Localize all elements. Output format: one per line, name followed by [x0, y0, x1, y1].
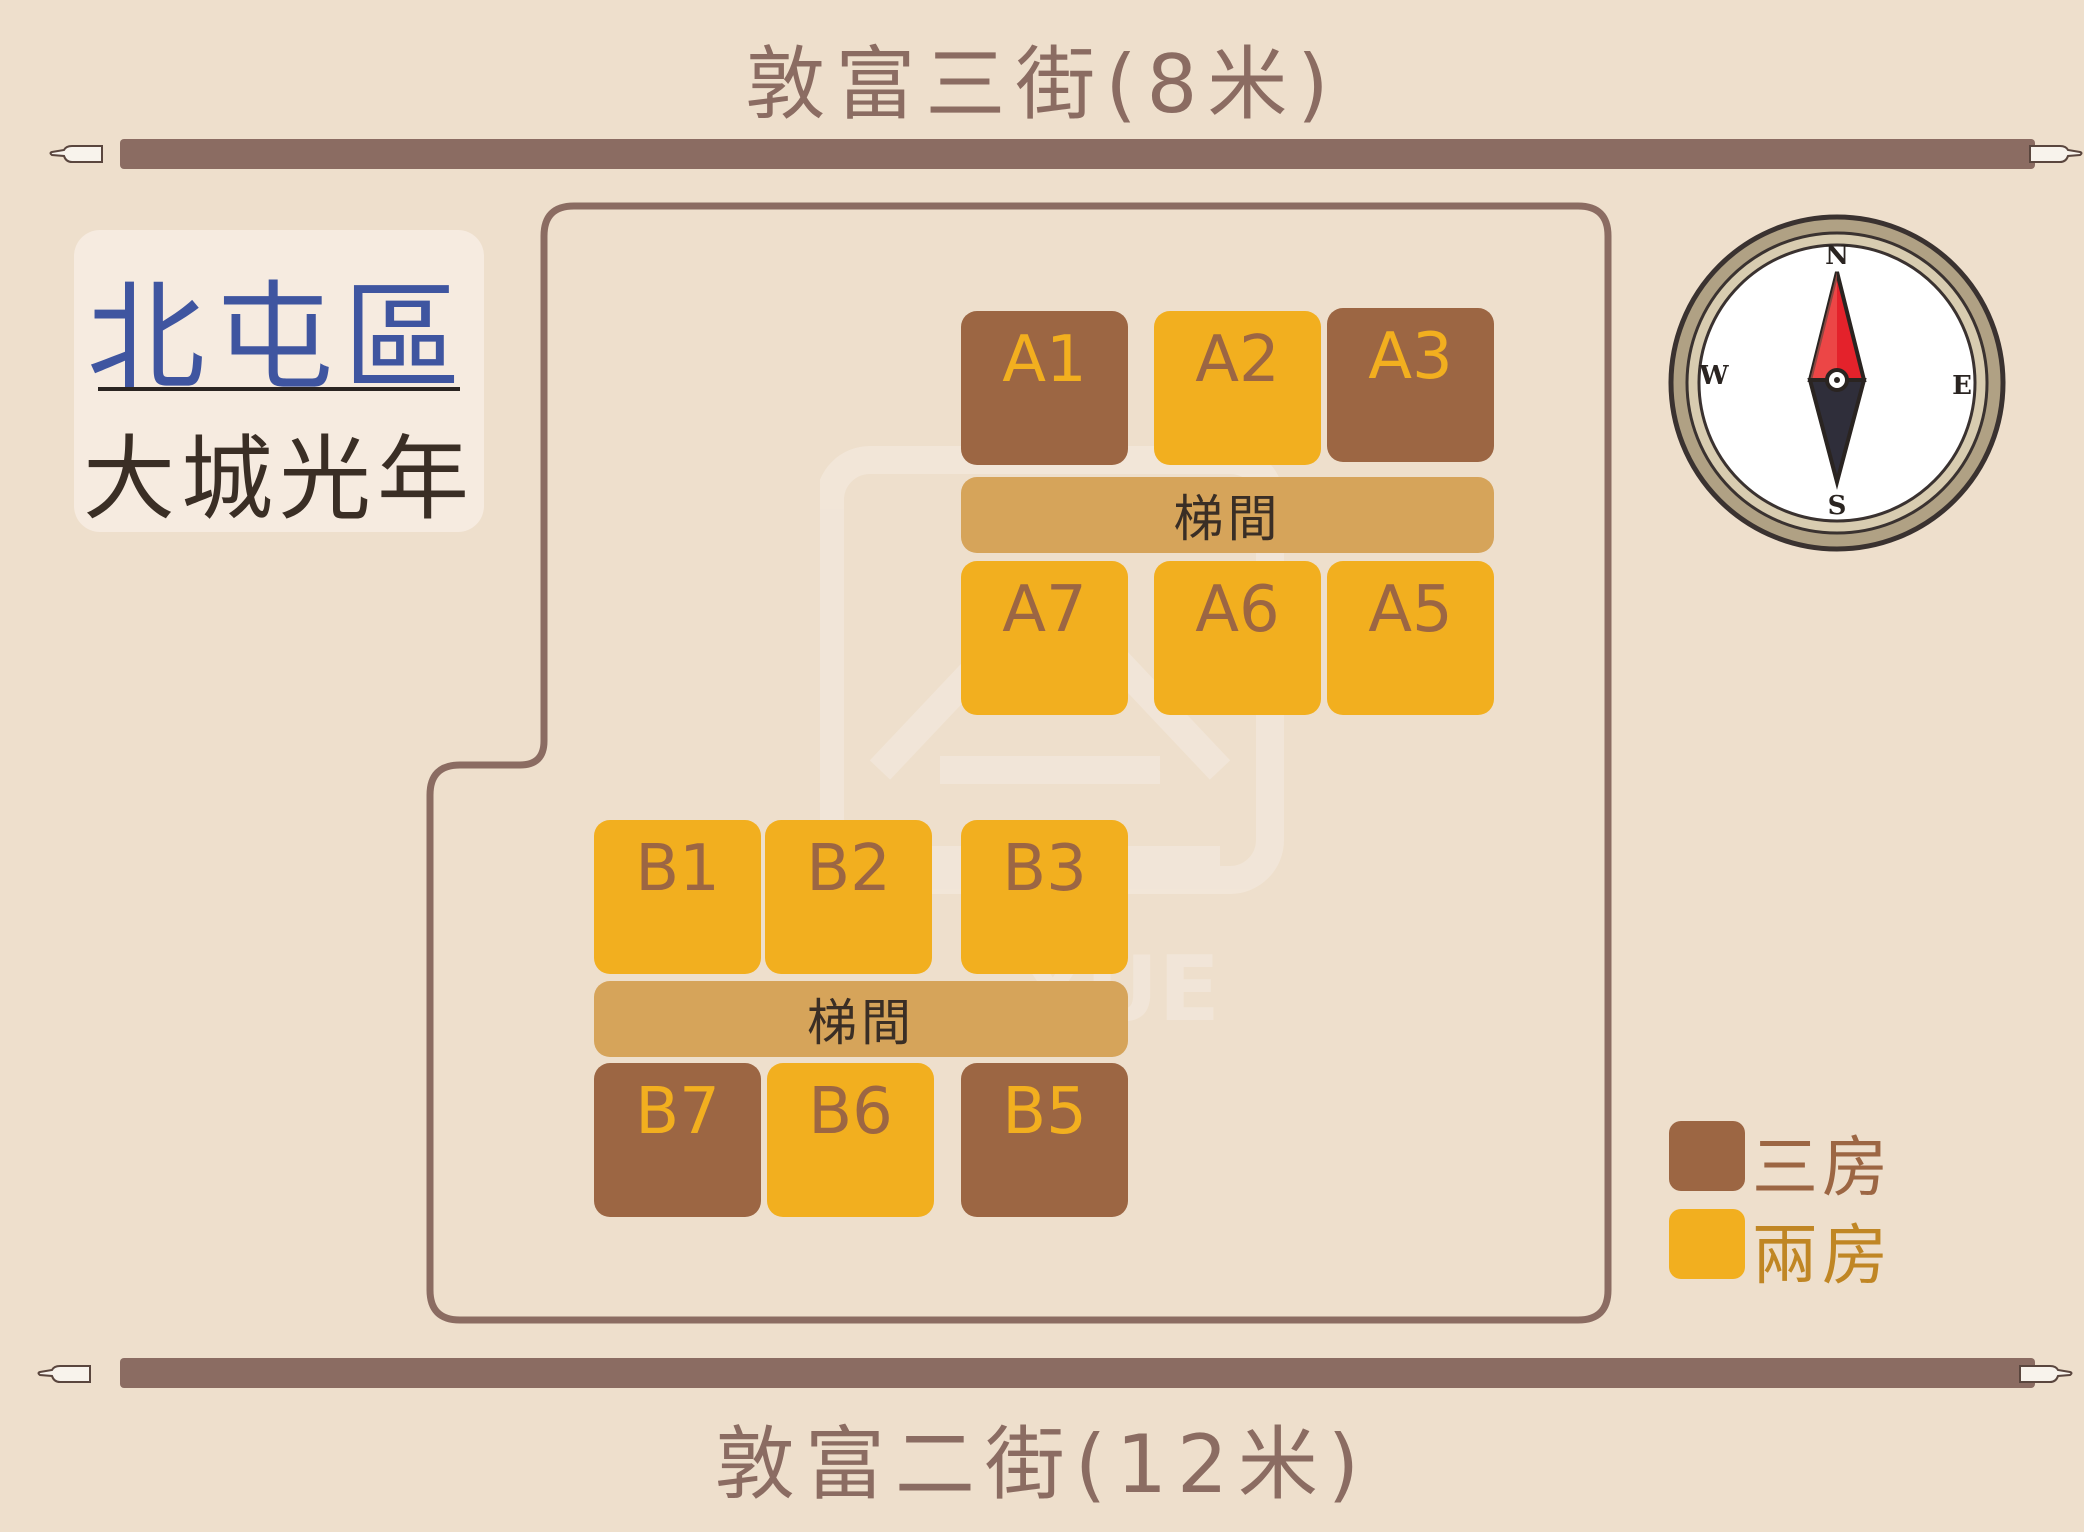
- unit-a2[interactable]: A2: [1154, 311, 1321, 465]
- project-title: 大城光年: [82, 426, 475, 533]
- unit-b6[interactable]: B6: [767, 1063, 934, 1217]
- unit-b3[interactable]: B3: [961, 820, 1128, 974]
- compass-s: S: [1828, 491, 1847, 521]
- unit-a1[interactable]: A1: [961, 311, 1128, 465]
- street-north-label: 敦富三街(8米): [745, 38, 1339, 131]
- unit-a3[interactable]: A3: [1327, 308, 1494, 462]
- street-south-label: 敦富二街(12米): [714, 1418, 1370, 1511]
- unit-a6[interactable]: A6: [1154, 561, 1321, 715]
- title-divider: [98, 387, 460, 391]
- pointing-hand-left-icon: [49, 145, 103, 163]
- compass-e: E: [1952, 371, 1972, 401]
- stairwell-a: 梯間: [961, 477, 1494, 553]
- title-card: 北屯區 大城光年: [74, 230, 484, 533]
- unit-b1[interactable]: B1: [594, 820, 761, 974]
- pointing-hand-right-icon: [2029, 145, 2083, 163]
- unit-b5[interactable]: B5: [961, 1063, 1128, 1217]
- compass-n: N: [1825, 241, 1849, 271]
- legend-swatch-three-room: [1669, 1121, 1745, 1191]
- unit-a5[interactable]: A5: [1327, 561, 1494, 715]
- pointing-hand-left-icon: [37, 1365, 91, 1383]
- pointing-hand-right-icon: [2019, 1365, 2073, 1383]
- unit-b2[interactable]: B2: [765, 820, 932, 974]
- unit-b7[interactable]: B7: [594, 1063, 761, 1217]
- legend-label-two-room: 兩房: [1752, 1217, 1892, 1294]
- stairwell-b: 梯間: [594, 981, 1128, 1057]
- unit-a7[interactable]: A7: [961, 561, 1128, 715]
- compass-icon: N S E W: [1668, 214, 2006, 552]
- legend-swatch-two-room: [1669, 1209, 1745, 1279]
- road-north: [120, 139, 2035, 169]
- compass-w: W: [1698, 361, 1729, 391]
- road-south: [120, 1358, 2035, 1388]
- legend-label-three-room: 三房: [1752, 1129, 1892, 1206]
- district-title: 北屯區: [86, 269, 471, 407]
